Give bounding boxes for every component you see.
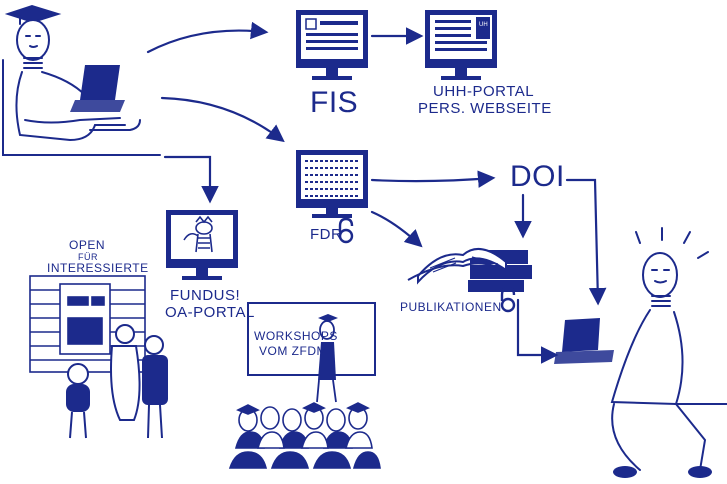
workshop-audience	[228, 402, 381, 469]
researcher-figure	[2, 4, 161, 156]
reader-figure	[610, 227, 727, 471]
laptop-icon	[70, 65, 125, 112]
open-access-lock-icon	[338, 217, 516, 313]
publikationen-label: PUBLIKATIONEN	[400, 300, 502, 314]
reader-shoes	[613, 466, 712, 478]
open-label: OPEN	[69, 238, 106, 252]
uhh-webseite-label: PERS. WEBSEITE	[418, 100, 552, 117]
uhh-portal-label: UHH-PORTAL	[433, 83, 535, 100]
fdr-label: FDR	[310, 226, 343, 243]
doi-label: DOI	[510, 160, 565, 193]
oa-portal-label: OA-PORTAL	[165, 304, 255, 321]
flow-arrows	[146, 21, 607, 364]
book-icon	[407, 247, 532, 292]
uhh-monitor-icon: UH	[425, 10, 497, 80]
interessierte-label: INTERESSIERTE	[47, 261, 149, 275]
fis-label: FIS	[310, 86, 359, 119]
fundus-label: FUNDUS!	[170, 287, 241, 304]
laptop-icon-reader	[554, 318, 614, 364]
fdr-monitor-icon	[296, 150, 368, 218]
fundus-monitor-icon	[166, 210, 238, 280]
fis-monitor-icon	[296, 10, 368, 80]
workshops-label: WORKSHOPS	[254, 329, 338, 343]
workshop-board	[247, 302, 376, 403]
vom-zfdm-label: VOM ZFDM	[259, 344, 327, 358]
fuer-label: FÜR	[78, 252, 98, 262]
visitors	[66, 324, 168, 439]
uhh-screen-badge: UH	[479, 22, 488, 28]
